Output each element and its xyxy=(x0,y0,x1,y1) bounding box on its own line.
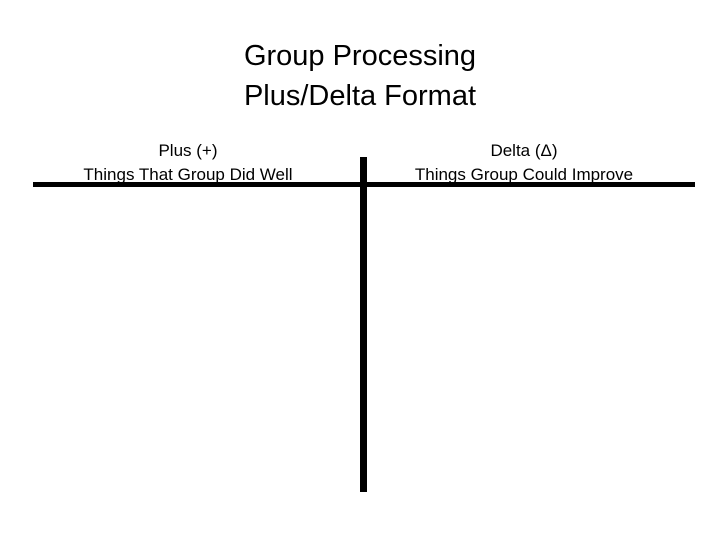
plus-heading: Plus (+) xyxy=(158,141,218,160)
delta-content-area[interactable] xyxy=(369,190,695,490)
delta-subheading: Things Group Could Improve xyxy=(414,165,634,184)
title-line-1: Group Processing xyxy=(243,40,477,72)
plus-column-header: Plus (+) Things That Group Did Well xyxy=(33,139,343,186)
plus-content-area[interactable] xyxy=(33,190,358,490)
delta-column-header: Delta (Δ) Things Group Could Improve xyxy=(381,139,667,186)
slide-title: Group Processing Plus/Delta Format xyxy=(0,36,720,116)
plus-subheading: Things That Group Did Well xyxy=(83,165,293,184)
title-line-2: Plus/Delta Format xyxy=(243,80,477,112)
column-divider-line xyxy=(360,157,367,492)
delta-heading: Delta (Δ) xyxy=(490,141,558,160)
